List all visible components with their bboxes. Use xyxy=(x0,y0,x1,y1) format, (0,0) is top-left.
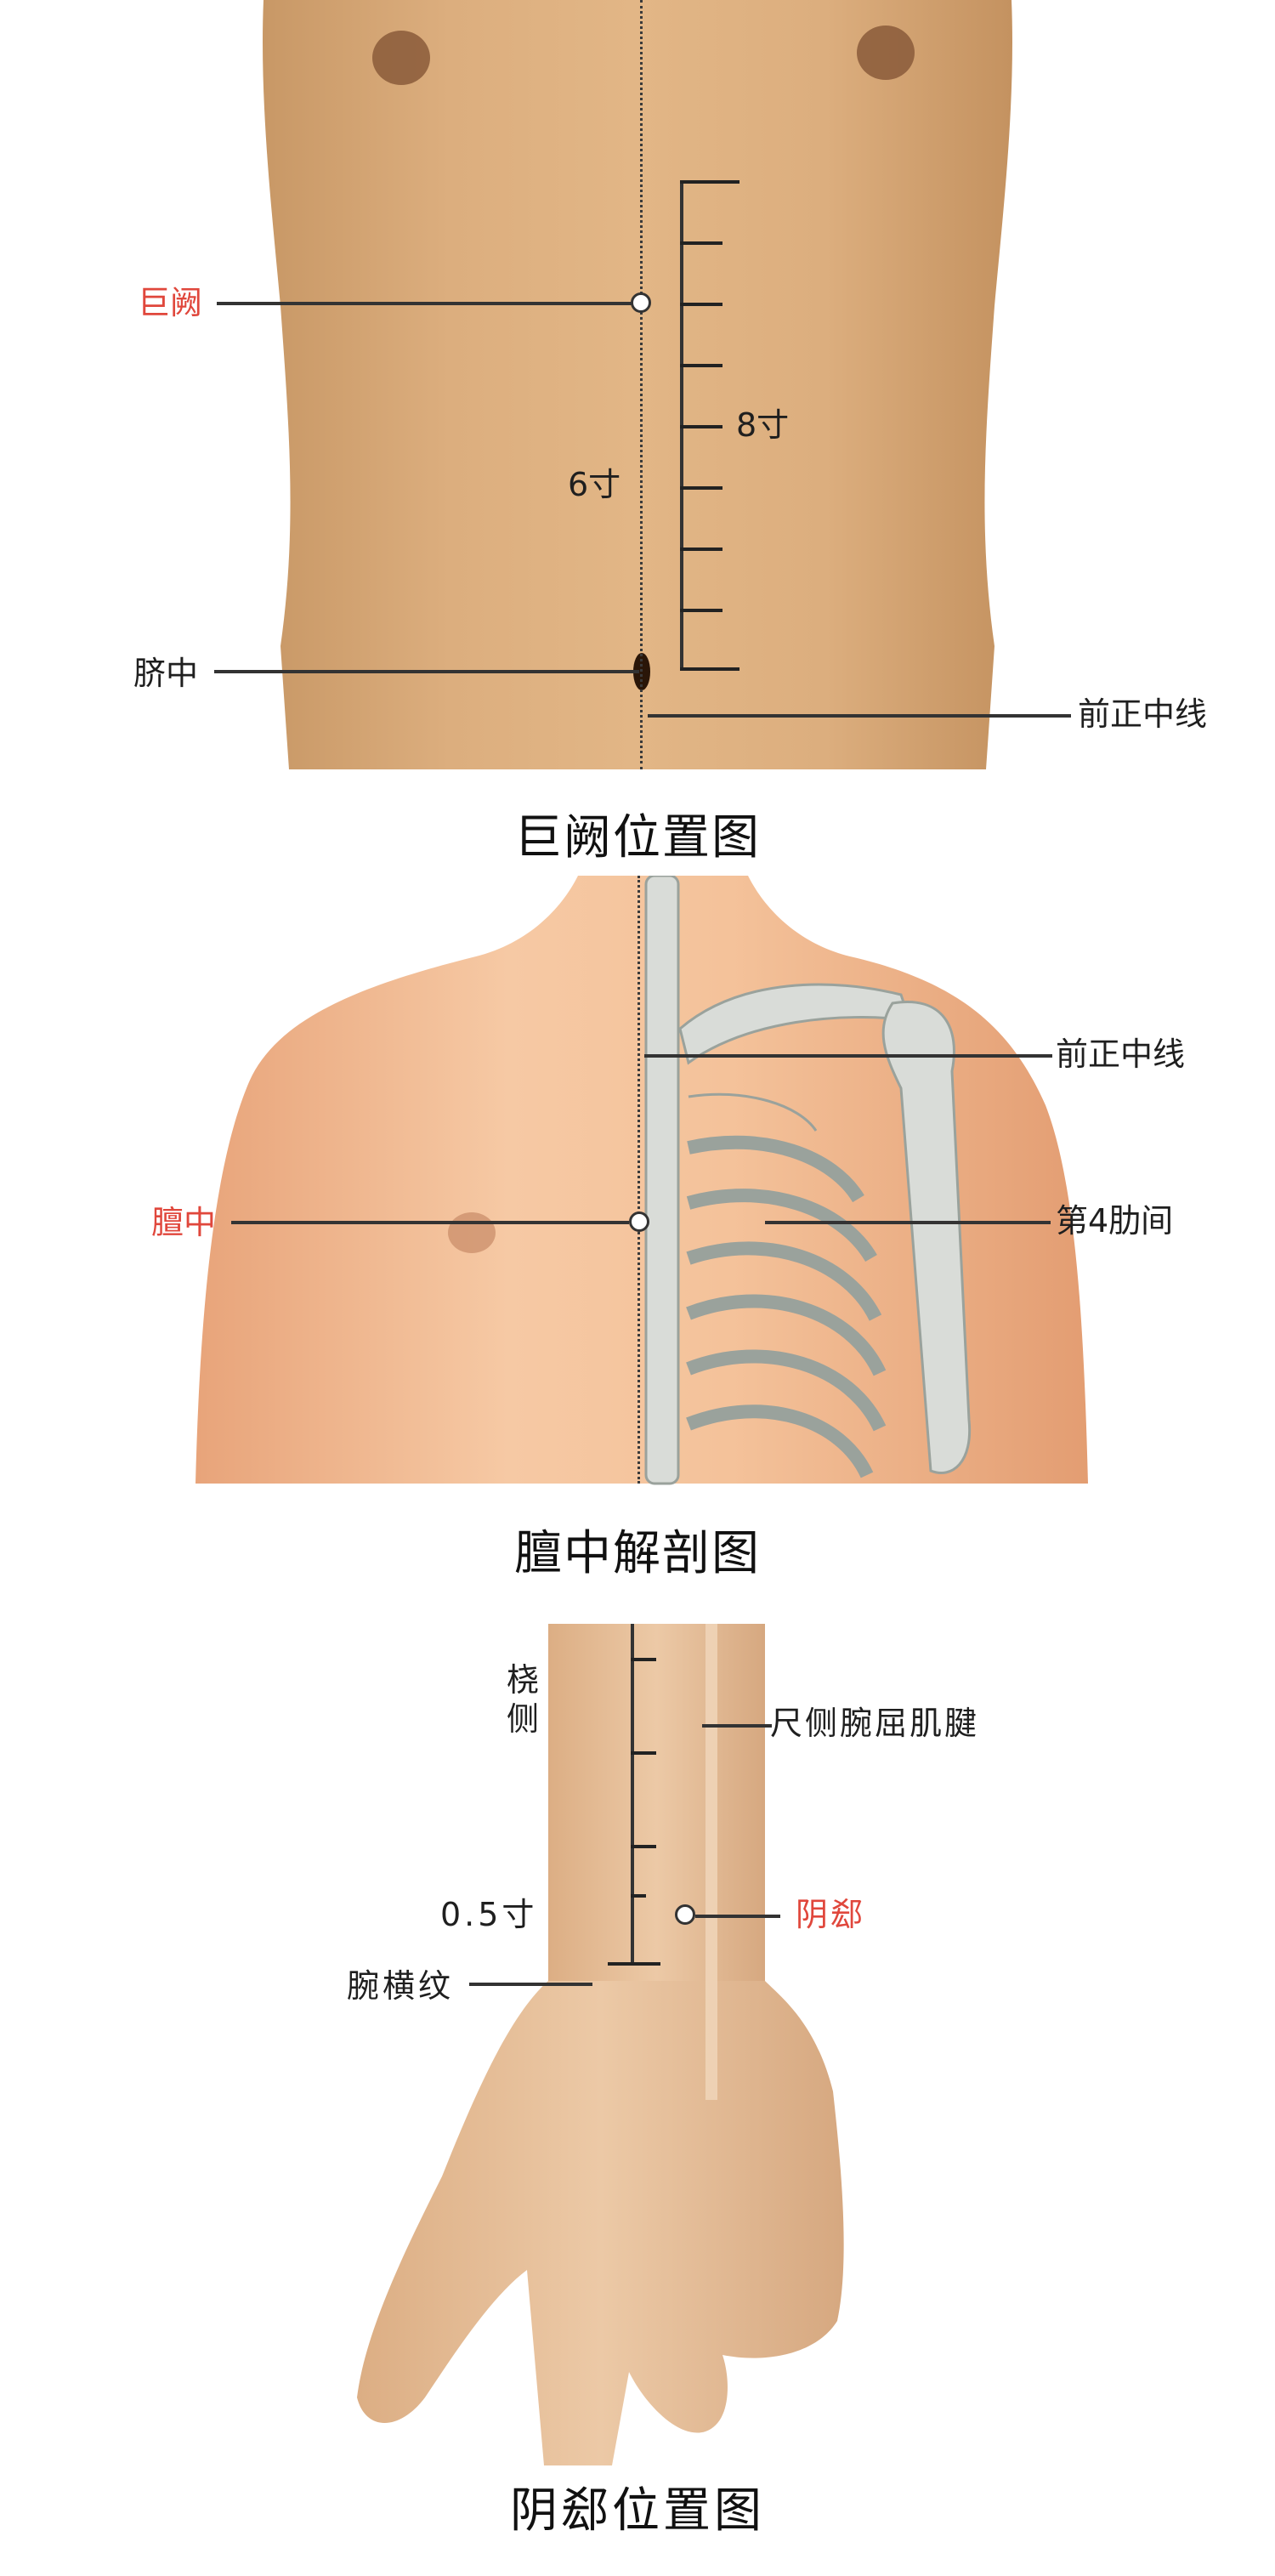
scale-label-8cun: 8寸 xyxy=(736,406,790,444)
danzhong-leader-line xyxy=(231,1221,629,1224)
wrist-crease-leader-line xyxy=(469,1983,592,1986)
yinxi-leader-line xyxy=(695,1915,780,1918)
scale-tick xyxy=(680,425,722,428)
scale-tick xyxy=(680,303,722,306)
scale-ruler xyxy=(680,180,683,669)
midline-leader-line xyxy=(644,1054,1052,1058)
danzhong-point-marker xyxy=(629,1211,649,1232)
yinxi-panel: 桡 侧 尺侧腕屈肌腱 0.5寸 阴郄 腕横纹 阴郄位置图 xyxy=(0,1615,1275,2576)
chest-anatomy-illustration xyxy=(196,876,1088,1485)
scale-label-6cun: 6寸 xyxy=(568,466,621,503)
danzhong-panel: 前正中线 膻中 第4肋间 膻中解剖图 xyxy=(0,876,1275,1598)
tendon-label: 尺侧腕屈肌腱 xyxy=(770,1705,980,1742)
midline-label: 前正中线 xyxy=(1056,1036,1186,1073)
yinxi-caption: 阴郄位置图 xyxy=(510,2483,765,2539)
scale-tick xyxy=(680,667,740,671)
half-cun-label: 0.5寸 xyxy=(440,1896,538,1933)
anterior-midline xyxy=(638,876,640,1484)
scale-tick xyxy=(680,241,722,245)
juque-point-label: 巨阙 xyxy=(138,284,203,321)
scale-tick xyxy=(608,1962,660,1966)
scale-tick xyxy=(680,180,740,184)
intercostal-label: 第4肋间 xyxy=(1056,1202,1174,1240)
juque-leader-line xyxy=(217,302,632,305)
midline-leader-line xyxy=(648,714,1071,718)
scale-ruler xyxy=(631,1624,634,1964)
wrist-crease-label: 腕横纹 xyxy=(347,1967,455,2005)
juque-panel: 8寸 6寸 巨阙 脐中 前正中线 巨阙位置图 xyxy=(0,0,1275,865)
danzhong-point-label: 膻中 xyxy=(151,1204,217,1241)
scale-tick xyxy=(680,609,722,612)
scale-tick xyxy=(680,548,722,551)
yinxi-point-label: 阴郄 xyxy=(796,1896,866,1933)
intercostal-leader-line xyxy=(765,1221,1051,1224)
scale-tick xyxy=(680,486,722,490)
navel-leader-line xyxy=(214,670,639,673)
scale-tick xyxy=(631,1658,656,1661)
juque-point-marker xyxy=(631,292,651,313)
midline-label: 前正中线 xyxy=(1078,695,1208,733)
radial-side-label: 桡 xyxy=(507,1661,540,1699)
juque-caption: 巨阙位置图 xyxy=(514,810,761,865)
scale-tick xyxy=(631,1751,656,1755)
radial-side-label: 侧 xyxy=(507,1700,540,1738)
scale-tick xyxy=(631,1894,646,1898)
scale-tick xyxy=(631,1845,656,1848)
navel-label: 脐中 xyxy=(133,655,199,692)
danzhong-caption: 膻中解剖图 xyxy=(514,1526,761,1581)
scale-tick xyxy=(680,364,722,367)
yinxi-point-marker xyxy=(675,1904,695,1925)
hand-illustration xyxy=(357,1624,844,2465)
anterior-midline xyxy=(640,0,643,769)
tendon-leader-line xyxy=(702,1724,772,1728)
